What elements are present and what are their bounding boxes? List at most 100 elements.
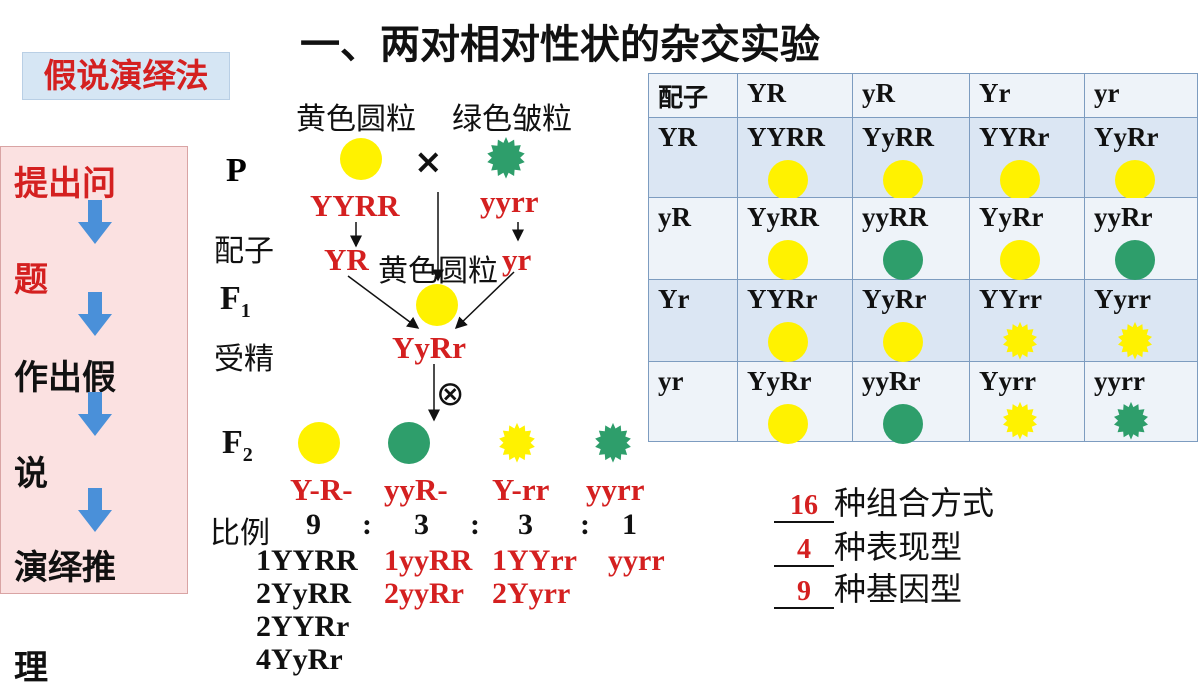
self-cross-symbol: ⊗: [436, 374, 465, 414]
f2-genotype-yellow-wrinkled: Y-rr: [492, 472, 550, 507]
step-propose-question: 提出问: [14, 164, 116, 204]
punnett-cell: YyRr: [1084, 117, 1198, 200]
green-round-seed-icon: [388, 422, 430, 464]
genotype-list-yellow-wrinkled: 1YYrr 2Yyrr: [492, 544, 577, 610]
punnett-col-header: YR: [737, 73, 853, 118]
step-deduction-2: 理: [14, 648, 48, 688]
punnett-cell: YYRr: [969, 117, 1085, 200]
punnett-row-header: yr: [648, 361, 738, 442]
method-badge: 假说演绎法: [22, 52, 230, 100]
yellow-wrinkled-seed-icon: [499, 422, 535, 463]
parent2-phenotype: 绿色皱粒: [452, 102, 572, 137]
punnett-cell: Yyrr: [1084, 279, 1198, 362]
punnett-row-header: yR: [648, 197, 738, 280]
genotype-item: yyrr: [608, 544, 665, 577]
punnett-cell: YyRR: [737, 197, 853, 280]
punnett-cell: YYRR: [737, 117, 853, 200]
punnett-cell: yyrr: [1084, 361, 1198, 442]
punnett-cell: yyRr: [1084, 197, 1198, 280]
step-hypothesis-2: 说: [14, 454, 48, 494]
yellow-wrinkled-seed-icon: [1003, 401, 1037, 440]
punnett-corner: 配子: [648, 73, 738, 118]
punnett-cell: yyRr: [852, 361, 970, 444]
punnett-cell: YyRr: [737, 361, 853, 444]
punnett-cell: YyRr: [852, 279, 970, 362]
green-round-seed-icon: [1115, 240, 1155, 280]
genotype-list-yellow-round: 1YYRR 2YyRR 2YYRr 4YyRr: [256, 544, 358, 676]
f1-label: F1: [220, 280, 251, 322]
ratio-value: 1: [622, 508, 637, 541]
genotype-item: 2yyRr: [384, 577, 464, 610]
parent1-genotype: YYRR: [310, 188, 400, 223]
genotype-list-green-wrinkled: yyrr: [608, 544, 665, 577]
punnett-square: 配子 YR yR Yr yr YR YYRR YyRR YYRr YyRr yR…: [648, 73, 1198, 444]
genotype-item: 2YyRR: [256, 577, 351, 610]
p-label: P: [226, 152, 247, 189]
punnett-cell: YYrr: [969, 279, 1085, 362]
yellow-round-seed-icon: [768, 240, 808, 280]
yellow-round-seed-icon: [883, 322, 923, 362]
yellow-round-seed-icon: [768, 322, 808, 362]
punnett-row-header: Yr: [648, 279, 738, 362]
green-round-seed-icon: [883, 404, 923, 444]
yellow-round-seed-icon: [1000, 240, 1040, 280]
ratio-colon: :: [362, 508, 372, 541]
yellow-round-seed-icon: [1115, 160, 1155, 200]
punnett-col-header: yR: [852, 73, 970, 118]
ratio-value: 3: [518, 508, 533, 541]
genotype-item: 4YyRr: [256, 643, 343, 676]
ratio-value: 3: [414, 508, 429, 541]
step-hypothesis: 作出假: [14, 358, 116, 398]
parent1-phenotype: 黄色圆粒: [296, 102, 416, 137]
genotype-item: 2YYRr: [256, 610, 350, 643]
summary-blank: 16: [774, 491, 834, 523]
yellow-round-seed-icon: [1000, 160, 1040, 200]
punnett-cell: YyRR: [852, 117, 970, 200]
gamete1: YR: [324, 242, 369, 277]
ratio-value: 9: [306, 508, 321, 541]
ratio-label: 比例: [210, 516, 270, 551]
page-title: 一、两对相对性状的杂交实验: [300, 22, 820, 68]
cross-arrows: [347, 192, 524, 422]
arrow-down-icon: [78, 200, 112, 244]
yellow-round-seed-icon: [416, 284, 458, 326]
punnett-cell: yyRR: [852, 197, 970, 280]
arrow-down-icon: [78, 392, 112, 436]
punnett-col-header: yr: [1084, 73, 1198, 118]
arrow-down-icon: [78, 292, 112, 336]
yellow-round-seed-icon: [883, 160, 923, 200]
gamete2: yr: [502, 242, 532, 277]
yellow-round-seed-icon: [298, 422, 340, 464]
f2-genotype-yellow-round: Y-R-: [290, 472, 353, 507]
yellow-round-seed-icon: [768, 160, 808, 200]
arrow-down-icon: [78, 488, 112, 532]
green-wrinkled-seed-icon: [595, 422, 631, 463]
punnett-cell: YyRr: [969, 197, 1085, 280]
step-propose-question-2: 题: [14, 260, 48, 300]
yellow-wrinkled-seed-icon: [1118, 321, 1152, 360]
genotype-item: 1YYRR: [256, 544, 358, 577]
genotype-item: 1yyRR: [384, 544, 473, 577]
gamete-label: 配子: [214, 234, 274, 269]
f1-genotype: YyRr: [392, 330, 467, 365]
f2-genotype-green-wrinkled: yyrr: [586, 472, 645, 507]
ratio-colon: :: [470, 508, 480, 541]
step-deduction: 演绎推: [14, 548, 116, 588]
summary-blank: 9: [774, 577, 834, 609]
yellow-wrinkled-seed-icon: [1003, 321, 1037, 360]
punnett-cell: YYRr: [737, 279, 853, 362]
f1-phenotype: 黄色圆粒: [378, 254, 498, 289]
genotype-item: 2Yyrr: [492, 577, 571, 610]
punnett-col-header: Yr: [969, 73, 1085, 118]
green-wrinkled-seed-icon: [487, 137, 525, 179]
green-round-seed-icon: [883, 240, 923, 280]
genotype-list-green-round: 1yyRR 2yyRr: [384, 544, 472, 610]
green-wrinkled-seed-icon: [1114, 401, 1148, 440]
f2-genotype-green-round: yyR-: [384, 472, 448, 507]
cross-symbol: ×: [414, 142, 443, 182]
punnett-row-header: YR: [648, 117, 738, 198]
f2-label: F2: [222, 424, 253, 466]
